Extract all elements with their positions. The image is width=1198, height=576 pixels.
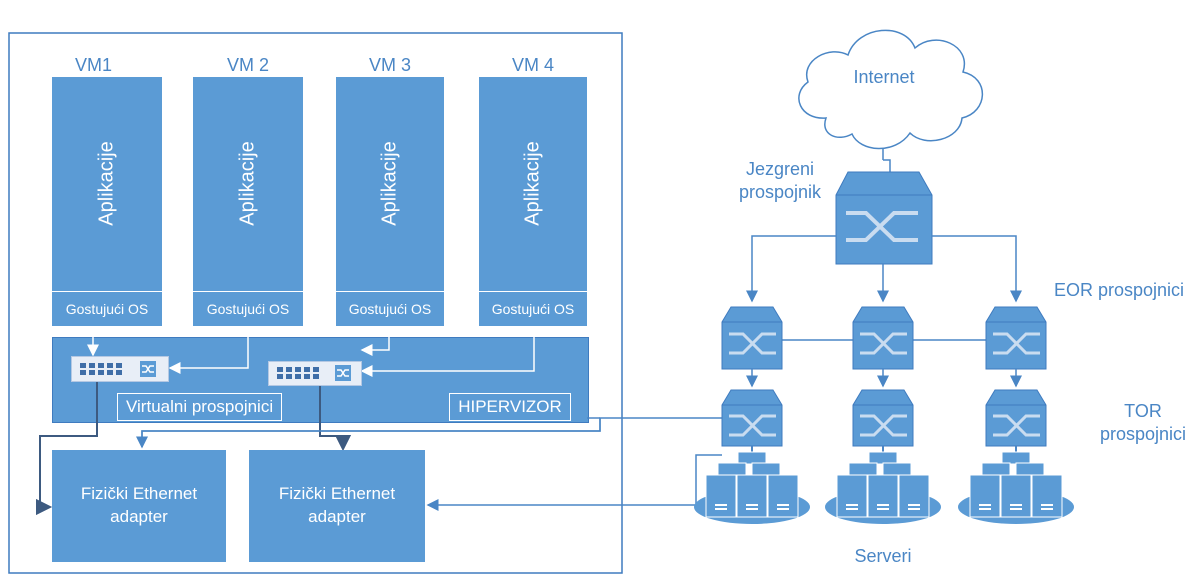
virtual-switch-1[interactable] [71,356,169,382]
vm1-title: VM1 [74,55,112,75]
eor-switch-3 [985,306,1047,370]
server-group-1 [694,446,810,524]
servers-label: Serveri [854,546,912,566]
internet-cloud [798,29,984,150]
eor-label: EOR prospojnici [1054,280,1185,300]
tor-switch-2 [852,389,914,447]
core-label-line1: Jezgreni [745,159,815,179]
virtual-switch-2[interactable] [268,361,362,386]
vm4-box[interactable]: Aplikacije Gostujući OS [479,77,587,326]
server-group-2 [825,446,941,524]
vm4-title: VM 4 [511,55,554,75]
vm2-title: VM 2 [226,55,269,75]
core-switch-label: Jezgreni prospojnik [730,158,830,204]
core-switch [835,171,933,265]
eor-switch-2 [852,306,914,370]
tor-label-line2: prospojnici [1099,424,1187,444]
vm3-box[interactable]: Aplikacije Gostujući OS [336,77,444,326]
server-group-3 [958,446,1074,524]
vm1-os-label: Gostujući OS [52,291,162,326]
tor-switch-3 [985,389,1047,447]
vm3-os-label: Gostujući OS [336,291,444,326]
vm3-title: VM 3 [368,55,411,75]
adapter1-line2: adapter [110,507,168,526]
switch-ports-icon [80,361,156,377]
tor-switch-1 [721,389,783,447]
eor-switch-1 [721,306,783,370]
virtual-switches-label: Virtualni prospojnici [117,393,283,421]
vm2-box[interactable]: Aplikacije Gostujući OS [193,77,303,326]
physical-adapter-1[interactable]: Fizički Ethernet adapter [52,450,226,562]
vm1-box[interactable]: Aplikacije Gostujući OS [52,77,162,326]
switch-ports-icon [277,365,351,381]
core-eor3-link [932,235,1022,303]
internet-label: Internet [853,67,915,87]
tor-adapter2-link [426,454,722,511]
adapter1-line1: Fizički Ethernet [80,484,198,504]
tor-label: TOR prospojnici [1088,400,1198,446]
tor-label-line1: TOR [1124,401,1162,421]
core-label-line2: prospojnik [738,182,822,202]
vm2-os-label: Gostujući OS [193,291,303,326]
physical-adapter-2[interactable]: Fizički Ethernet adapter [249,450,425,562]
vm4-os-label: Gostujući OS [479,291,587,326]
adapter2-line2: adapter [308,507,366,526]
adapter2-line1: Fizički Ethernet [278,484,396,504]
core-eor1-link [746,235,836,303]
hypervisor-label: HIPERVIZOR [449,393,571,421]
